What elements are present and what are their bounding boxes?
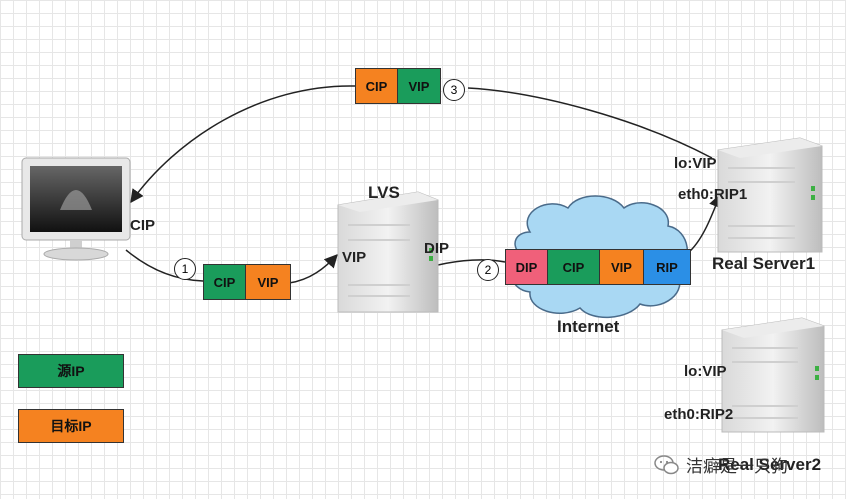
packet-field-cip: CIP: [548, 250, 600, 284]
lvs-server-icon: [337, 191, 439, 313]
rs1-eth-label: eth0:RIP1: [678, 186, 748, 203]
rs2-lo-label: lo:VIP: [684, 363, 727, 380]
real-server2-icon: [721, 317, 825, 433]
monitor-icon: [21, 157, 131, 261]
arrow-lvs-to-internet: [437, 259, 506, 266]
wechat-icon: [654, 454, 679, 474]
step-1-marker: 1: [174, 258, 196, 280]
arrow-rs1-to-packet3: [467, 87, 713, 159]
watermark: 洁癖是一只狗: [654, 452, 788, 477]
packet-field-cip: CIP: [356, 69, 398, 103]
arrow-internet-to-rs1: [687, 193, 722, 254]
packet-field-cip: CIP: [204, 265, 246, 299]
lvs-vip-label: VIP: [342, 249, 367, 266]
rs1-name-label: Real Server1: [712, 254, 816, 273]
packet-field-vip: VIP: [246, 265, 290, 299]
internet-label: Internet: [557, 317, 620, 336]
packet-field-dip: DIP: [506, 250, 548, 284]
legend-dest-ip: 目标IP: [18, 409, 124, 443]
rs2-name-label: Real Server2: [718, 455, 822, 474]
legend-source-ip: 源IP: [18, 354, 124, 388]
packet-field-vip: VIP: [398, 69, 440, 103]
lvs-title: LVS: [368, 183, 400, 202]
client-cip-label: CIP: [130, 217, 156, 234]
packet-field-vip: VIP: [600, 250, 644, 284]
step-2-marker: 2: [477, 259, 499, 281]
real-server1-icon: [717, 137, 823, 253]
step-3-marker: 3: [443, 79, 465, 101]
rs2-eth-label: eth0:RIP2: [664, 406, 734, 423]
packet-field-rip: RIP: [644, 250, 690, 284]
watermark-text: 洁癖是一只狗: [686, 457, 788, 476]
rs1-lo-label: lo:VIP: [674, 155, 717, 172]
arrow-packet3-to-client: [130, 85, 356, 204]
arrow-client-to-lvs: [125, 249, 204, 282]
lvs-dip-label: DIP: [424, 240, 450, 257]
arrow-packet1-to-lvs: [288, 254, 338, 284]
